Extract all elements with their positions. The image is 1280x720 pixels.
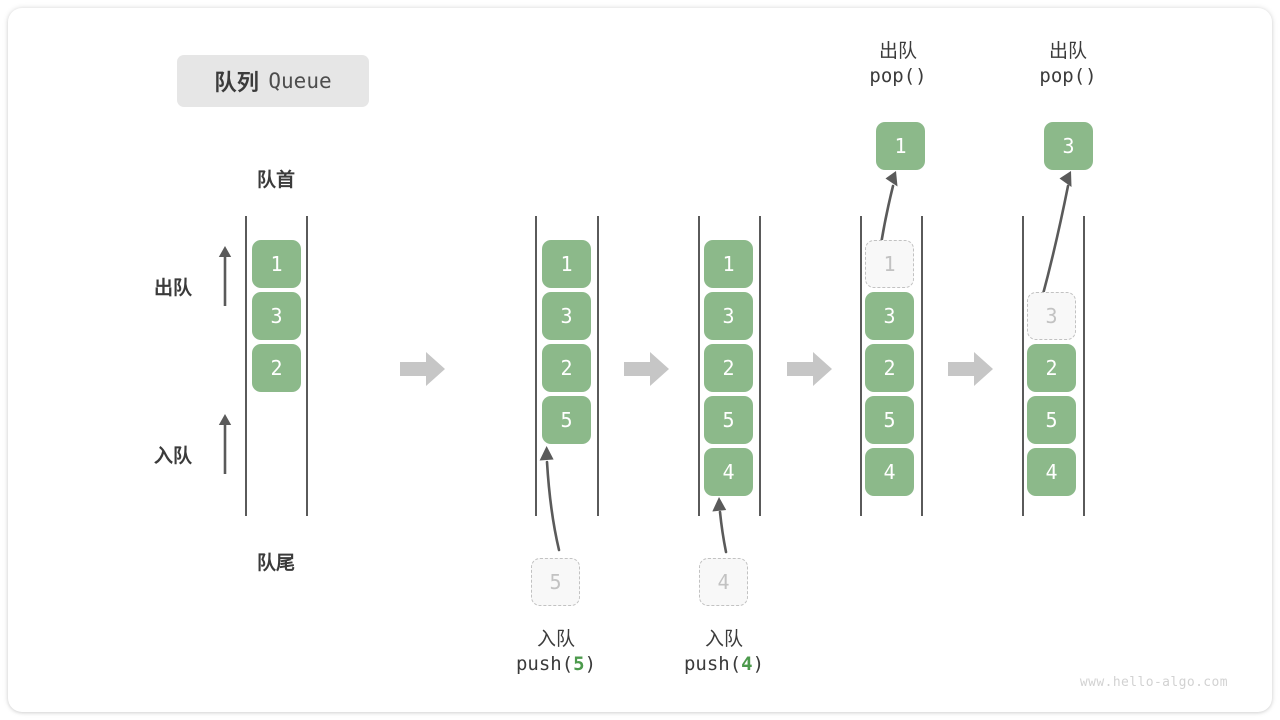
queue-element: 1	[252, 240, 301, 288]
queue-element: 4	[865, 448, 914, 496]
queue-rail-right-push4	[759, 216, 761, 516]
push-4-caption-code: push(4)	[683, 653, 765, 676]
dequeue-direction-label: 出队	[154, 278, 193, 299]
queue-rail-right-push5	[597, 216, 599, 516]
queue-rail-left-push4	[698, 216, 700, 516]
watermark: www.hello-algo.com	[1079, 675, 1228, 690]
enqueue-direction-label: 入队	[154, 446, 193, 467]
queue-element: 3	[252, 292, 301, 340]
push-arrow-icon	[539, 446, 561, 552]
queue-rail-left-push5	[535, 216, 537, 516]
queue-rear-label: 队尾	[256, 553, 295, 574]
enqueue-arrow-icon	[218, 414, 232, 474]
diagram-card: 队列 Queue 队首 队尾 出队 入队 1 3 2 1 3 2	[8, 8, 1272, 712]
queue-element-ghost-incoming: 4	[699, 558, 748, 606]
queue-element: 3	[865, 292, 914, 340]
queue-rail-left-pop3	[1022, 216, 1024, 516]
queue-element: 5	[704, 396, 753, 444]
queue-element: 2	[704, 344, 753, 392]
pop-arrow-icon	[1040, 171, 1072, 300]
queue-element: 1	[542, 240, 591, 288]
popped-element: 1	[876, 122, 925, 170]
push-4-caption: 入队 push(4)	[624, 628, 824, 677]
queue-element-new: 4	[704, 448, 753, 496]
pop-3-caption-cn: 出队	[1048, 41, 1087, 62]
title-chinese: 队列	[214, 70, 260, 95]
step-arrow-icon	[624, 352, 669, 386]
pop-1-caption-cn: 出队	[878, 41, 917, 62]
queue-element: 2	[542, 344, 591, 392]
queue-element-ghost-incoming: 5	[531, 558, 580, 606]
pop-3-caption-code: pop()	[1039, 65, 1097, 88]
queue-front-label: 队首	[256, 170, 295, 191]
step-arrow-icon	[787, 352, 832, 386]
queue-rail-left-pop1	[860, 216, 862, 516]
title-english: Queue	[268, 69, 332, 93]
queue-rail-right-pop3	[1083, 216, 1085, 516]
push-4-caption-cn: 入队	[704, 629, 743, 650]
title-badge: 队列 Queue	[177, 55, 369, 107]
queue-element: 5	[1027, 396, 1076, 444]
popped-element: 3	[1044, 122, 1093, 170]
push-arrow-icon	[712, 497, 728, 554]
queue-element-new: 5	[542, 396, 591, 444]
pop-arrow-icon	[879, 171, 898, 246]
queue-rail-right-pop1	[921, 216, 923, 516]
queue-element: 4	[1027, 448, 1076, 496]
pop-1-caption: 出队 pop()	[798, 40, 998, 89]
step-arrow-icon	[948, 352, 993, 386]
queue-element-ghost-removed: 3	[1027, 292, 1076, 340]
queue-element: 2	[1027, 344, 1076, 392]
push-5-caption-code: push(5)	[515, 653, 597, 676]
queue-element: 5	[865, 396, 914, 444]
queue-element: 3	[542, 292, 591, 340]
pop-3-caption: 出队 pop()	[968, 40, 1168, 89]
queue-element: 1	[704, 240, 753, 288]
queue-element: 2	[252, 344, 301, 392]
dequeue-arrow-icon	[218, 246, 232, 306]
queue-rail-right-initial	[306, 216, 308, 516]
queue-element: 2	[865, 344, 914, 392]
push-5-caption-cn: 入队	[536, 629, 575, 650]
queue-element-ghost-removed: 1	[865, 240, 914, 288]
step-arrow-icon	[400, 352, 445, 386]
pop-1-caption-code: pop()	[869, 65, 927, 88]
push-5-caption: 入队 push(5)	[456, 628, 656, 677]
queue-element: 3	[704, 292, 753, 340]
queue-rail-left-initial	[245, 216, 247, 516]
